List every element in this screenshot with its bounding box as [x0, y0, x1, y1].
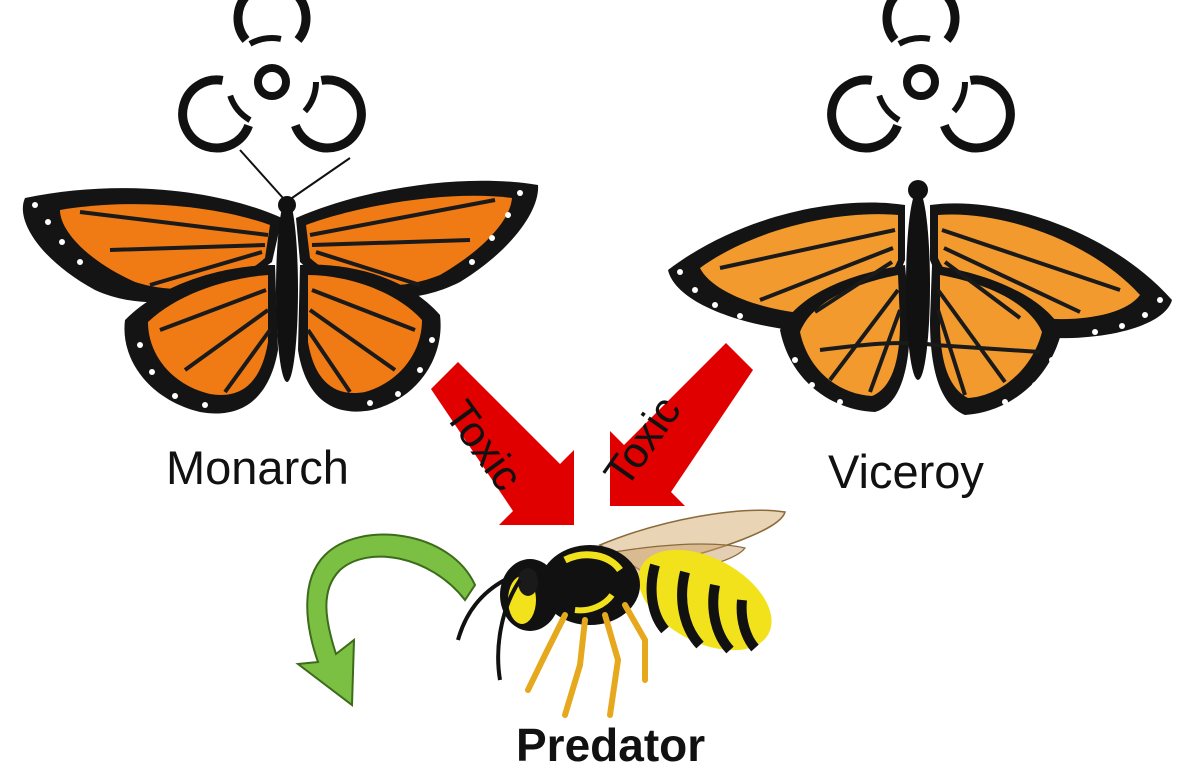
viceroy-label: Viceroy — [828, 444, 984, 499]
avoid-arrow — [298, 535, 475, 705]
biohazard-icon — [819, 0, 1023, 160]
biohazard-icon — [170, 0, 374, 160]
wasp-predator — [458, 510, 788, 715]
monarch-label: Monarch — [166, 440, 349, 495]
predator-label: Predator — [516, 718, 705, 772]
